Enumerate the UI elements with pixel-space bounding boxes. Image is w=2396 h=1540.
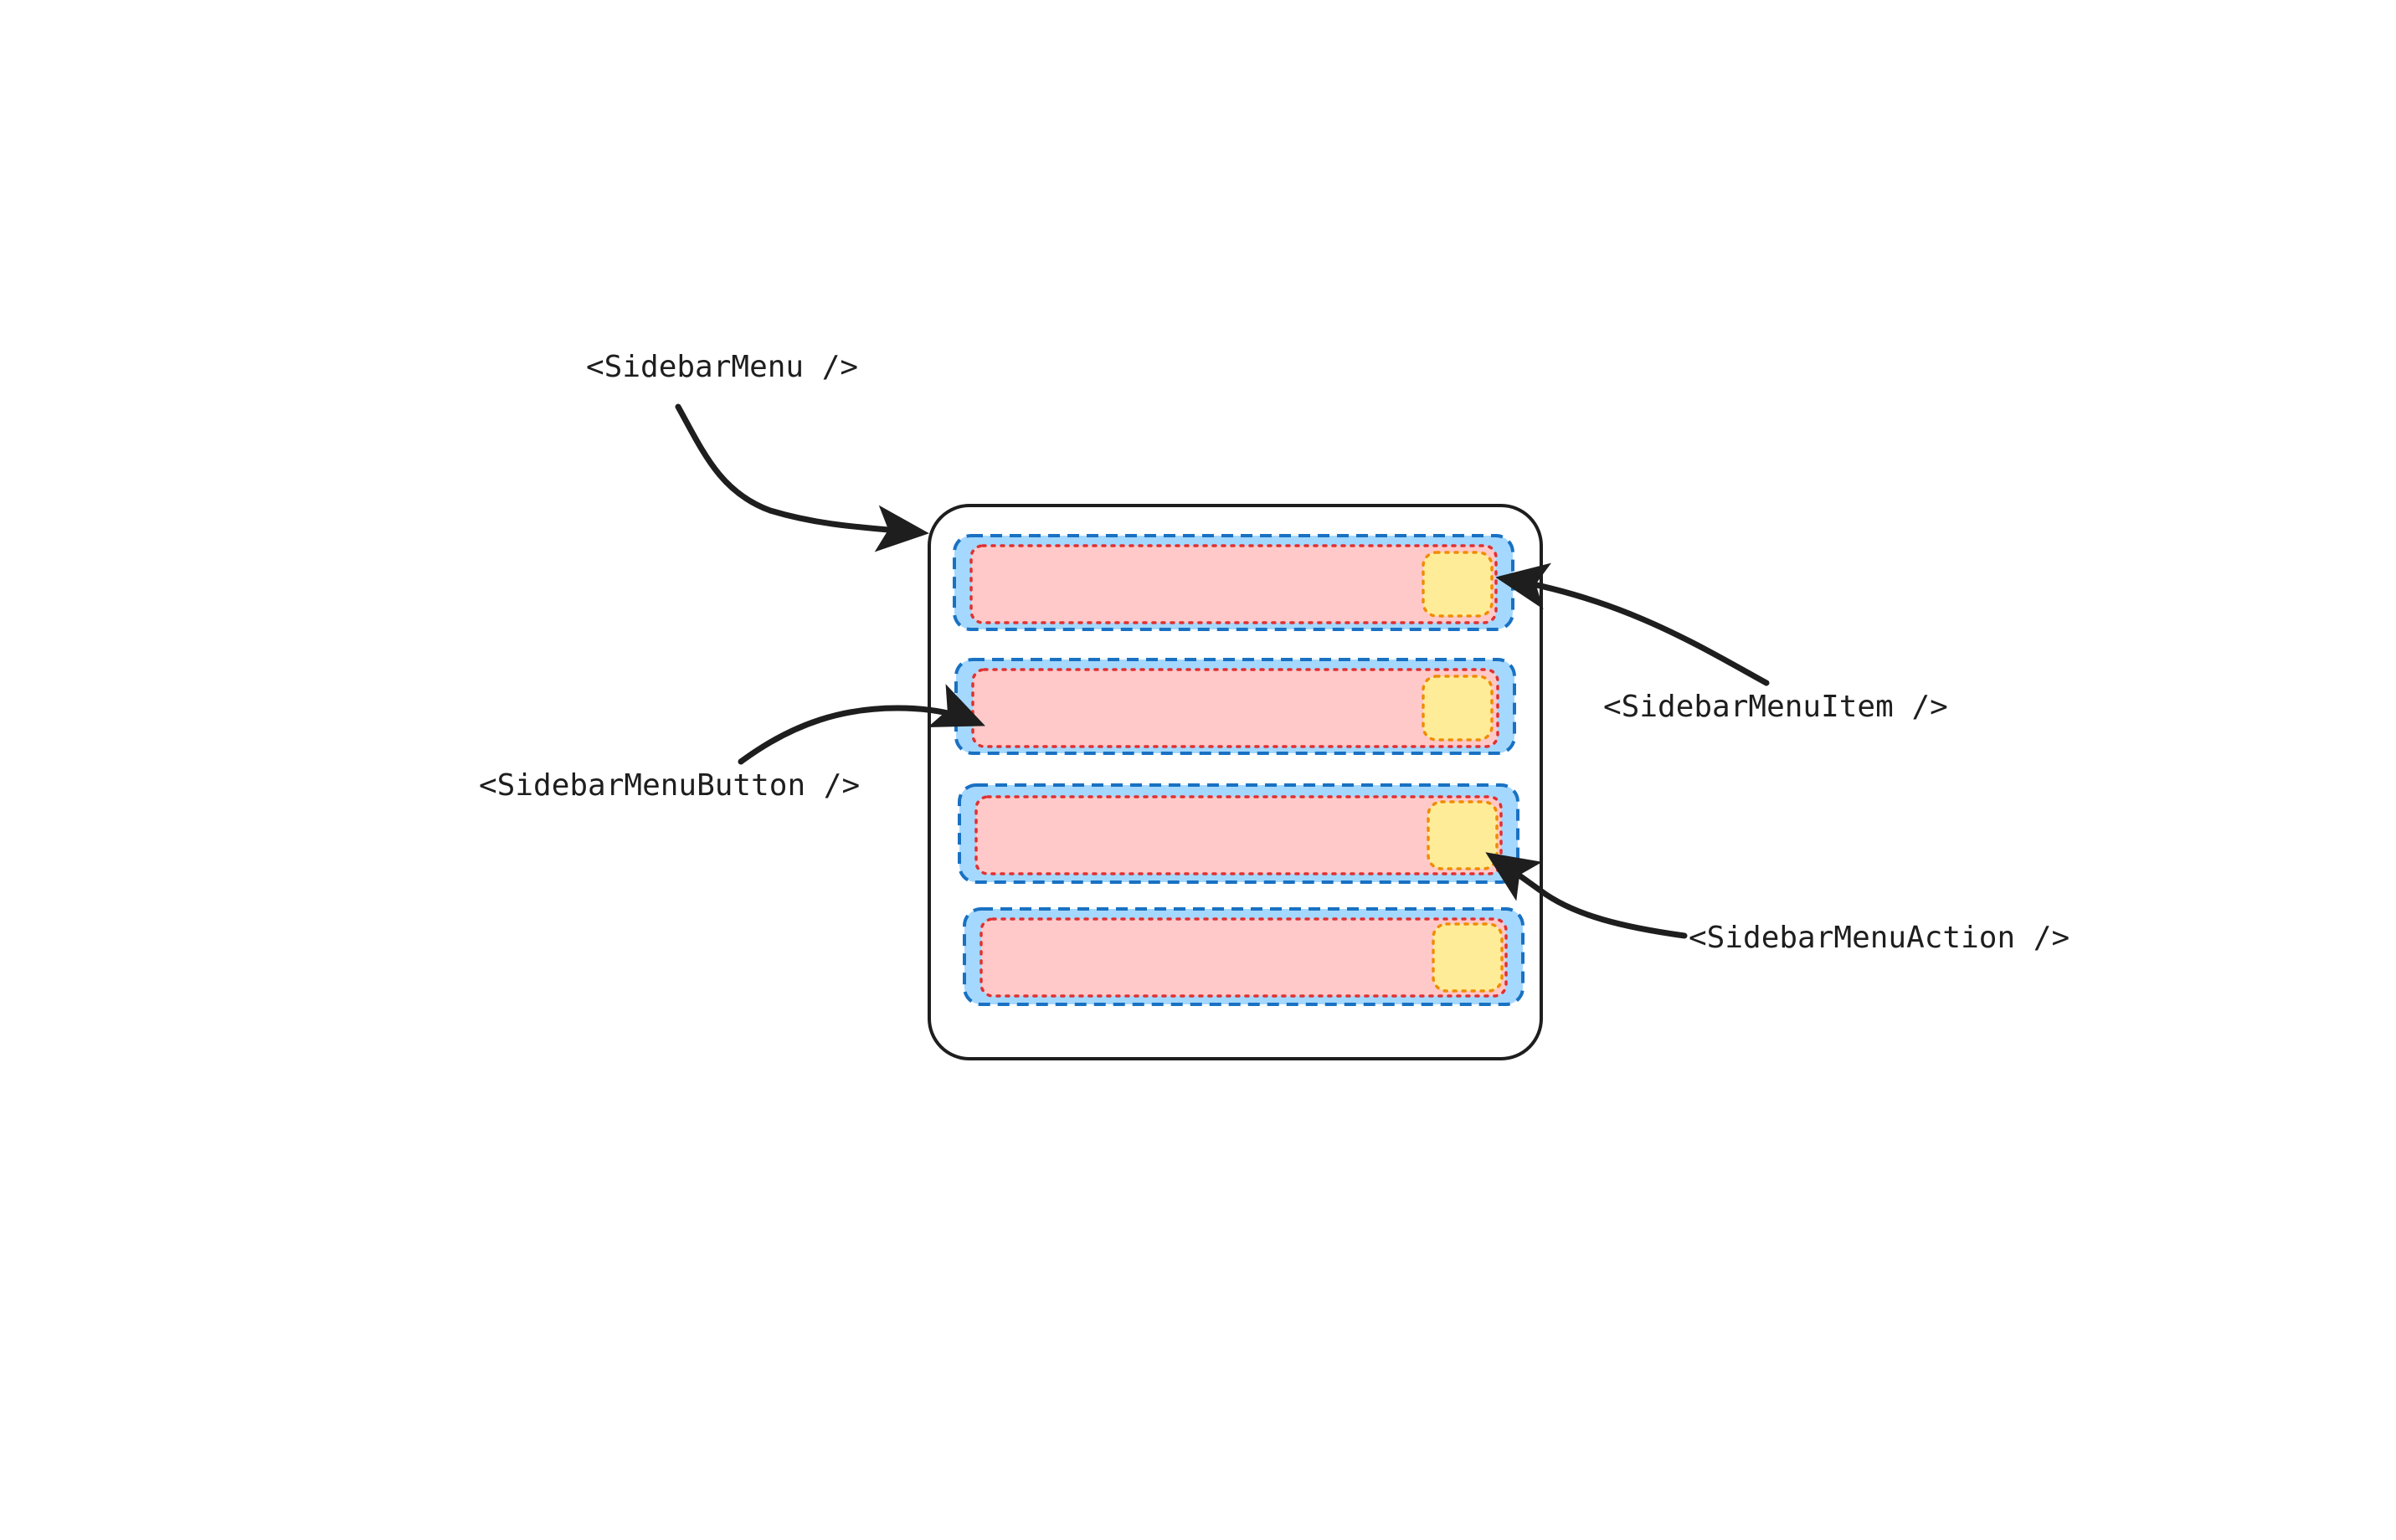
arrow-to-sidebar-menu-action	[1485, 852, 1688, 939]
sidebar-menu-item	[958, 783, 1519, 884]
sidebar-menu-item	[963, 907, 1524, 1006]
label-sidebar-menu: <SidebarMenu />	[586, 350, 858, 384]
sidebar-menu-item	[953, 534, 1514, 631]
arrow-to-sidebar-menu-button	[738, 684, 985, 765]
sidebar-menu-button	[974, 795, 1503, 875]
sidebar-menu-action	[1427, 800, 1499, 870]
sidebar-menu-button	[979, 917, 1508, 998]
arrow-to-sidebar-menu	[675, 403, 929, 552]
sidebar-menu-container	[928, 504, 1543, 1060]
label-sidebar-menu-item: <SidebarMenuItem />	[1603, 690, 1948, 724]
sidebar-menu-action	[1422, 551, 1494, 618]
sidebar-menu-item	[954, 658, 1516, 755]
sidebar-menu-action	[1432, 922, 1504, 993]
sidebar-menu-action	[1422, 675, 1494, 742]
sidebar-menu-button	[971, 668, 1499, 748]
sidebar-menu-button	[969, 544, 1498, 624]
label-sidebar-menu-action: <SidebarMenuAction />	[1689, 921, 2070, 955]
arrow-to-sidebar-menu-item	[1495, 562, 1770, 686]
label-sidebar-menu-button: <SidebarMenuButton />	[479, 768, 860, 803]
